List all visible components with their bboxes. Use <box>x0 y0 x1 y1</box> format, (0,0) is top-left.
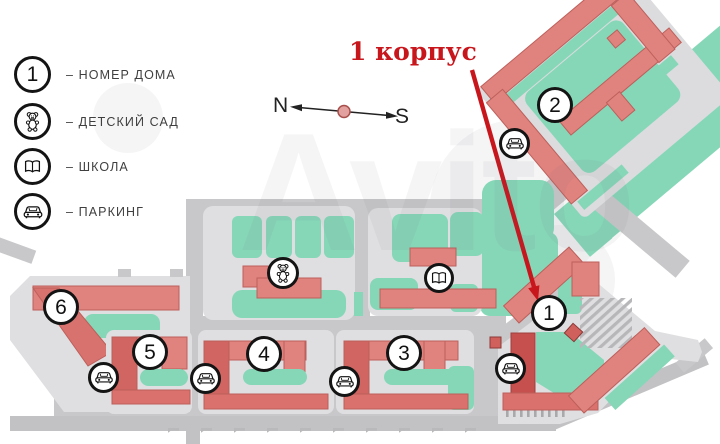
open-book-icon <box>429 271 449 285</box>
compass-north-label: N <box>273 94 289 117</box>
building-2-block <box>478 0 720 217</box>
car-icon <box>500 361 522 376</box>
legend-label: – ДЕТСКИЙ САД <box>66 114 179 129</box>
building-6-number: 6 <box>55 295 67 319</box>
open-book-icon <box>14 148 51 185</box>
legend-symbol: 1 <box>26 62 39 86</box>
roof-vents <box>118 199 348 277</box>
parking-marker <box>88 362 119 393</box>
kindergarten-marker <box>267 257 299 289</box>
parking-marker <box>495 353 526 384</box>
building-5-marker: 5 <box>132 334 168 370</box>
parking-marker <box>499 128 530 159</box>
legend-label: – ШКОЛА <box>66 159 129 174</box>
building-1-number: 1 <box>543 301 555 325</box>
school-marker <box>424 263 454 293</box>
building-5-number: 5 <box>144 340 156 364</box>
car-icon <box>334 374 356 389</box>
legend-item-parking: – ПАРКИНГ <box>14 193 144 230</box>
parking-marker <box>190 363 221 394</box>
car-icon <box>195 371 217 386</box>
legend-item-kindergarten: – ДЕТСКИЙ САД <box>14 103 179 140</box>
building-4-marker: 4 <box>246 336 282 372</box>
school-block <box>368 208 497 316</box>
watermark-circle <box>93 83 163 153</box>
legend-item-house-number: 1 – НОМЕР ДОМА <box>14 56 176 93</box>
compass-south-label: S <box>395 105 410 128</box>
building-1 <box>489 246 661 414</box>
building-3-marker: 3 <box>386 335 422 371</box>
building-4-number: 4 <box>258 342 270 366</box>
car-icon <box>14 193 51 230</box>
building-1-marker: 1 <box>531 295 567 331</box>
building-3-number: 3 <box>398 341 410 365</box>
car-icon <box>93 370 115 385</box>
parking-marker <box>329 366 360 397</box>
teddy-bear-icon <box>14 103 51 140</box>
annotation-arrow <box>469 69 540 301</box>
legend-label: – НОМЕР ДОМА <box>66 67 176 82</box>
building-1-block <box>489 246 702 424</box>
car-icon <box>504 136 526 151</box>
legend-label: – ПАРКИНГ <box>66 204 145 219</box>
building-6-marker: 6 <box>43 289 79 325</box>
building-2-number: 2 <box>549 93 561 117</box>
house-number-circle-icon: 1 <box>14 56 51 93</box>
annotation-title: 1 корпус <box>349 37 477 66</box>
building-2 <box>480 0 682 205</box>
teddy-bear-icon <box>275 263 291 283</box>
building-2-marker: 2 <box>537 87 573 123</box>
legend-item-school: – ШКОЛА <box>14 148 129 185</box>
compass-arrow <box>290 104 398 119</box>
school-building <box>379 247 497 309</box>
